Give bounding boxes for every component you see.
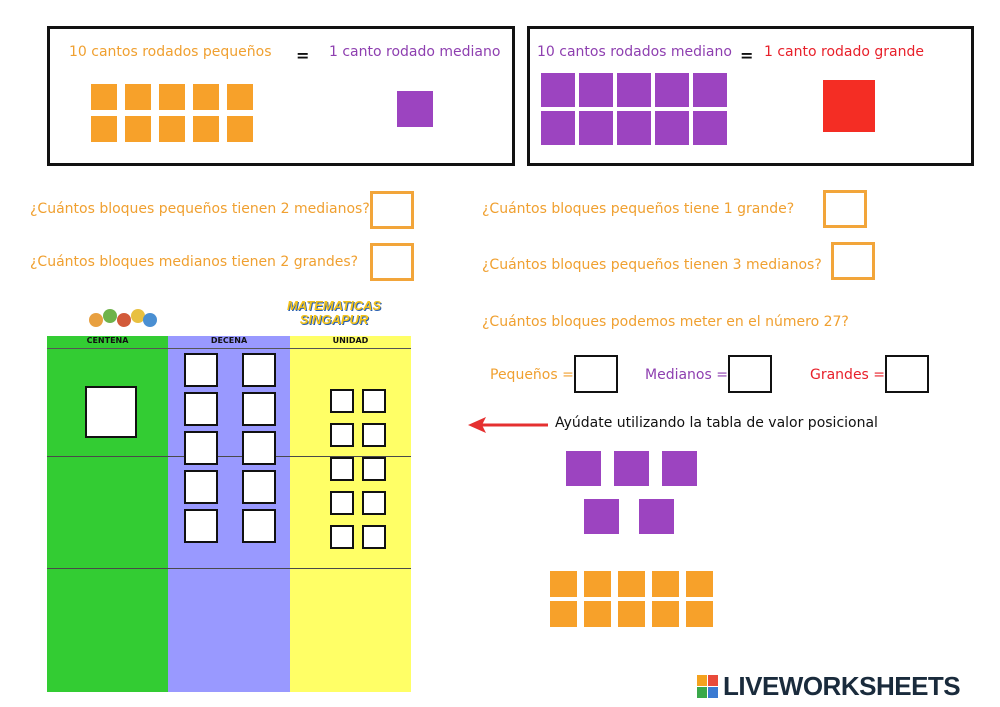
unidad-drop-box[interactable]	[362, 491, 386, 515]
medium-cube	[617, 111, 651, 145]
small-cube	[550, 601, 577, 627]
decena-drop-box[interactable]	[242, 353, 276, 387]
unidad-header: UNIDAD	[290, 336, 411, 349]
question-2: ¿Cuántos bloques medianos tienen 2 grand…	[30, 254, 359, 270]
decena-drop-box[interactable]	[242, 431, 276, 465]
left-arrow-icon	[468, 417, 548, 433]
pequenos-label: Pequeños =	[490, 367, 574, 383]
small-cube	[652, 571, 679, 597]
equivalence-medium-text: 1 canto rodado mediano	[329, 44, 501, 60]
centena-header: CENTENA	[47, 336, 168, 349]
small-cube	[686, 571, 713, 597]
hint-text: Ayúdate utilizando la tabla de valor pos…	[555, 415, 878, 431]
small-cube	[618, 571, 645, 597]
question-3: ¿Cuántos bloques pequeños tiene 1 grande…	[482, 201, 795, 217]
liveworksheets-logo: LIVEWORKSHEETS	[723, 671, 961, 701]
unidad-drop-box[interactable]	[330, 423, 354, 447]
brand-logo: MATEMATICAS SINGAPUR	[286, 298, 382, 327]
medium-cube	[541, 73, 575, 107]
small-cube	[125, 84, 151, 110]
medium-cube	[397, 91, 433, 127]
small-cube	[125, 116, 151, 142]
small-cube	[227, 84, 253, 110]
question-5: ¿Cuántos bloques podemos meter en el núm…	[482, 314, 849, 330]
equivalence-small-text: 10 cantos rodados pequeños	[69, 44, 272, 60]
medium-cube	[655, 111, 689, 145]
small-cube	[159, 116, 185, 142]
small-cube	[584, 571, 611, 597]
small-cube	[618, 601, 645, 627]
unidad-drop-box[interactable]	[330, 457, 354, 481]
medium-cube	[639, 499, 674, 534]
liveworksheets-logo-icon	[697, 675, 719, 699]
medium-cube	[662, 451, 697, 486]
unidad-drop-box[interactable]	[330, 525, 354, 549]
unidad-drop-box[interactable]	[362, 423, 386, 447]
question-1: ¿Cuántos bloques pequeños tienen 2 media…	[30, 201, 370, 217]
decena-drop-box[interactable]	[184, 470, 218, 504]
medium-cube	[566, 451, 601, 486]
equals-sign: =	[740, 46, 754, 65]
equivalence-medium-text: 10 cantos rodados mediano	[537, 44, 732, 60]
medianos-label: Medianos =	[645, 367, 728, 383]
answer-q4-input[interactable]	[831, 242, 875, 280]
decena-drop-box[interactable]	[242, 392, 276, 426]
grandes-input[interactable]	[885, 355, 929, 393]
medium-cube	[541, 111, 575, 145]
answer-q1-input[interactable]	[370, 191, 414, 229]
centena-drop-box[interactable]	[85, 386, 137, 438]
table-divider	[47, 456, 411, 457]
pequenos-input[interactable]	[574, 355, 618, 393]
equivalence-large-text: 1 canto rodado grande	[764, 44, 924, 60]
small-cube	[686, 601, 713, 627]
small-cube	[652, 601, 679, 627]
unidad-drop-box[interactable]	[362, 525, 386, 549]
unidad-drop-box[interactable]	[330, 389, 354, 413]
medium-cube	[584, 499, 619, 534]
medium-cube	[655, 73, 689, 107]
small-cube	[227, 116, 253, 142]
medium-cube	[617, 73, 651, 107]
small-cube	[193, 116, 219, 142]
small-cube	[193, 84, 219, 110]
small-cube	[159, 84, 185, 110]
unidad-drop-box[interactable]	[362, 389, 386, 413]
decena-drop-box[interactable]	[242, 509, 276, 543]
medium-cube	[693, 111, 727, 145]
small-cube	[91, 116, 117, 142]
decena-drop-box[interactable]	[242, 470, 276, 504]
kids-hands-icon	[89, 309, 157, 327]
medianos-input[interactable]	[728, 355, 772, 393]
small-cube	[91, 84, 117, 110]
decena-drop-box[interactable]	[184, 509, 218, 543]
question-4: ¿Cuántos bloques pequeños tienen 3 media…	[482, 257, 822, 273]
medium-cube	[579, 111, 613, 145]
decena-drop-box[interactable]	[184, 431, 218, 465]
unidad-drop-box[interactable]	[330, 491, 354, 515]
medium-cube	[693, 73, 727, 107]
medium-cube	[579, 73, 613, 107]
small-cube	[550, 571, 577, 597]
unidad-drop-box[interactable]	[362, 457, 386, 481]
table-divider	[47, 568, 411, 569]
grandes-label: Grandes =	[810, 367, 886, 383]
decena-drop-box[interactable]	[184, 392, 218, 426]
decena-drop-box[interactable]	[184, 353, 218, 387]
equals-sign: =	[296, 46, 310, 65]
large-cube	[823, 80, 875, 132]
answer-q3-input[interactable]	[823, 190, 867, 228]
answer-q2-input[interactable]	[370, 243, 414, 281]
small-cube	[584, 601, 611, 627]
medium-cube	[614, 451, 649, 486]
decena-header: DECENA	[168, 336, 290, 349]
